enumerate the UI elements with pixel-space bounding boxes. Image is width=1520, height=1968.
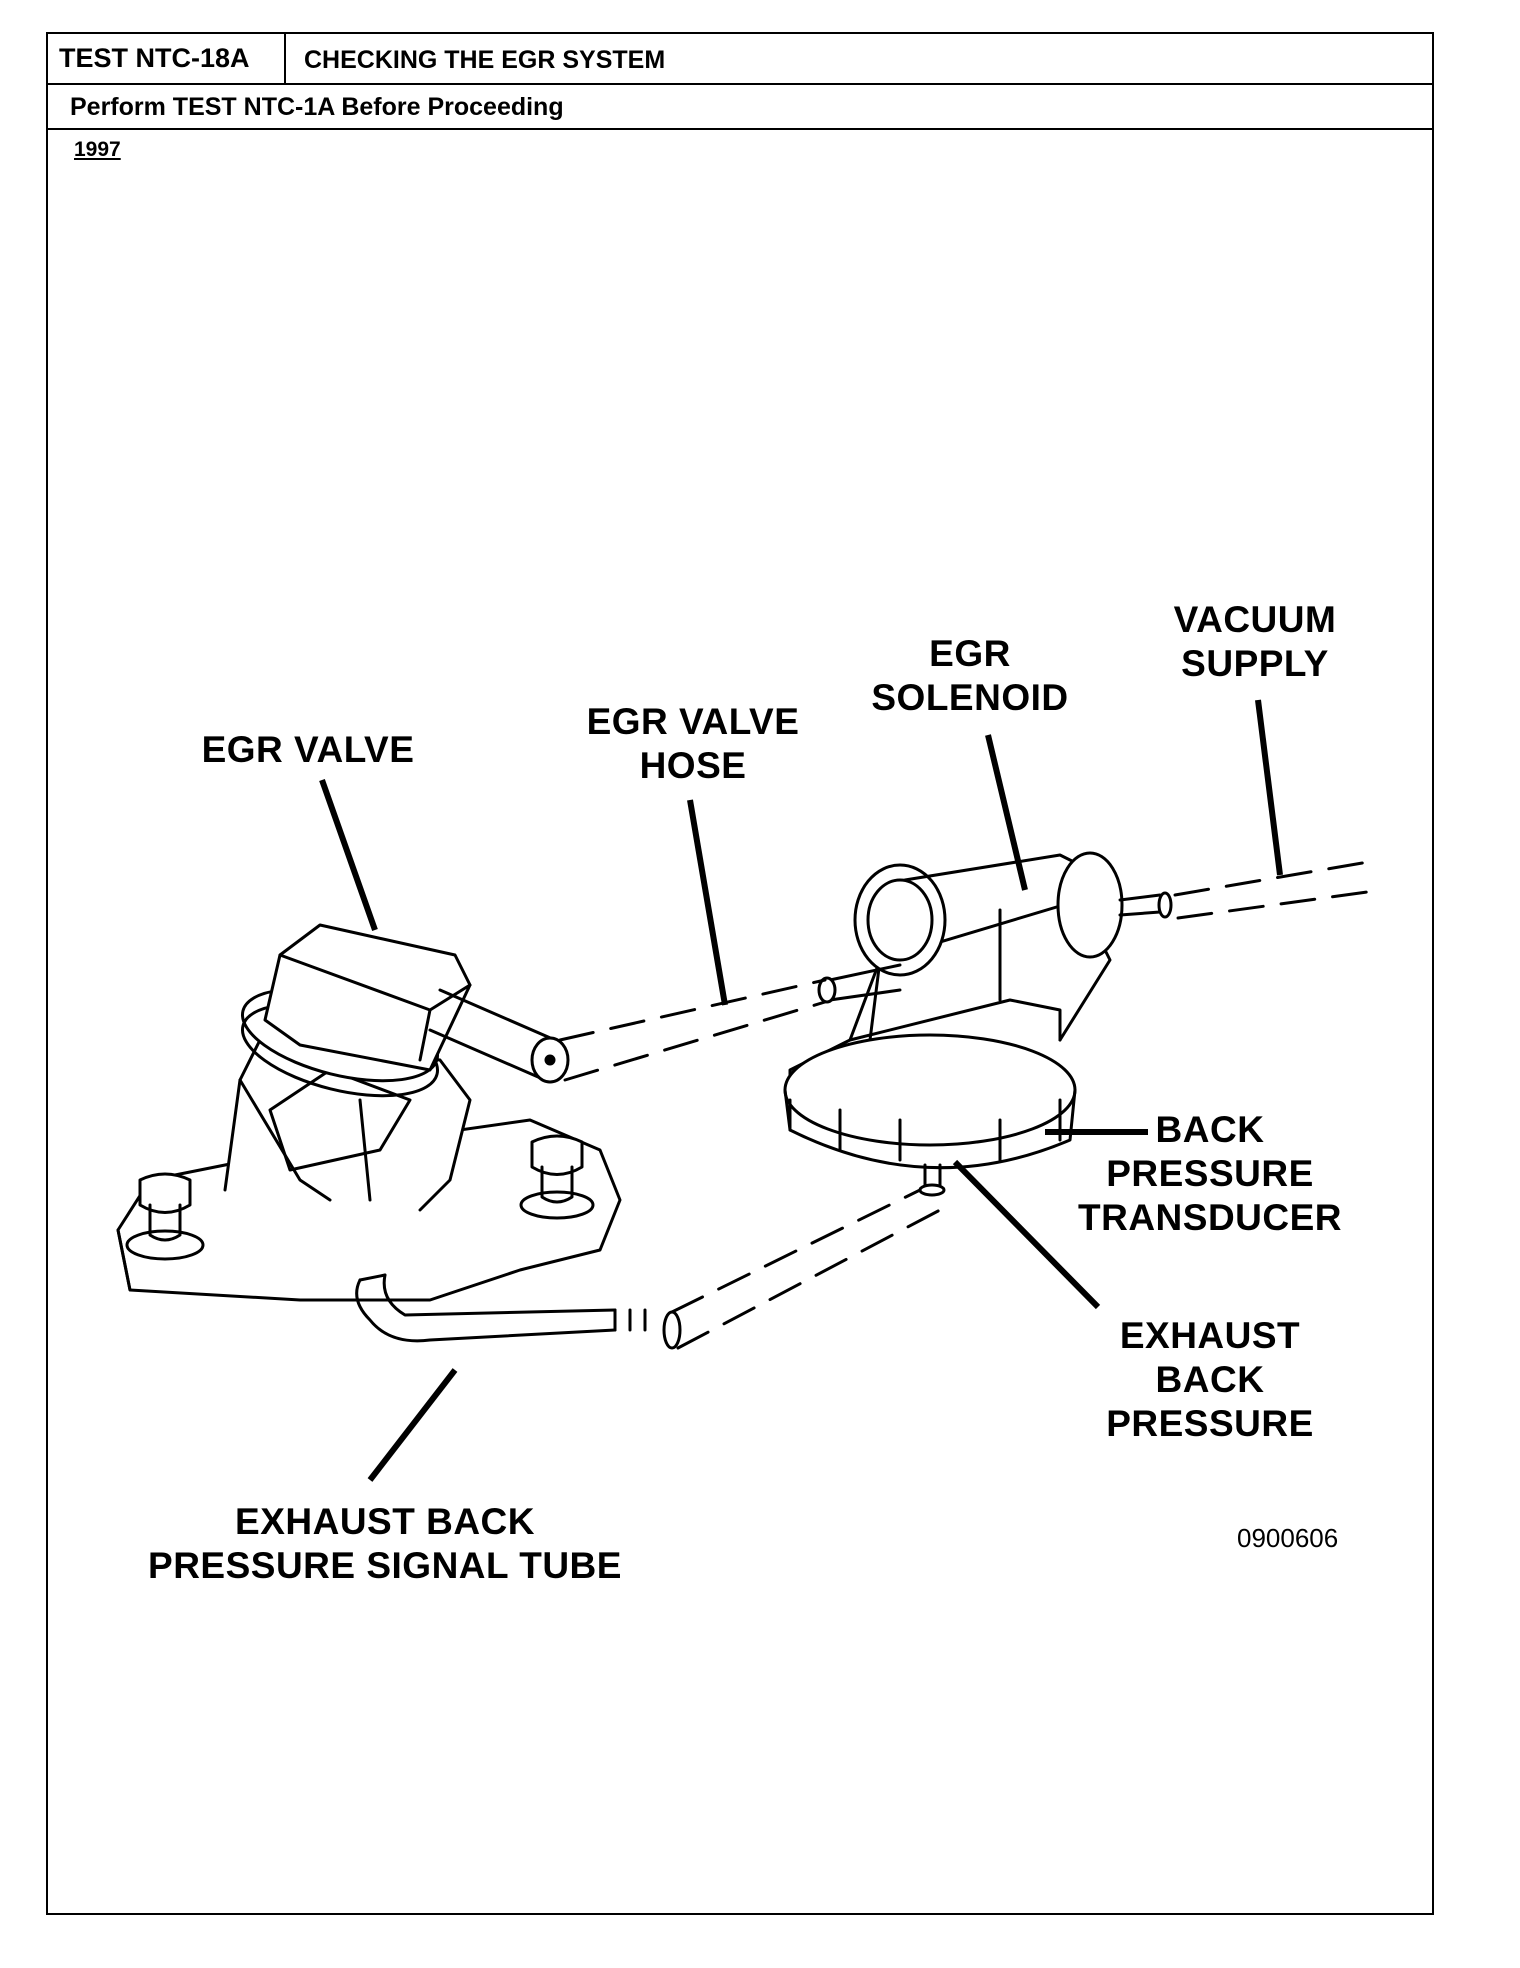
egr-valve-illustration (116, 923, 622, 1302)
leader-signal-tube (367, 1368, 458, 1482)
label-vacuum-supply: VACUUM SUPPLY (1173, 599, 1337, 684)
test-title: CHECKING THE EGR SYSTEM (304, 46, 666, 74)
leader-egr-valve-hose (687, 799, 728, 1006)
egr-valve-hose-illustration (558, 978, 827, 1082)
test-id: TEST NTC-18A (48, 34, 286, 83)
label-egr-valve-hose: EGR VALVE HOSE (586, 701, 800, 786)
exhaust-signal-tube-illustration (355, 1273, 682, 1350)
label-back-pressure-transducer: BACK PRESSURE TRANSDUCER (1078, 1109, 1342, 1238)
leader-egr-valve (319, 779, 378, 931)
figure-id: 0900606 (1237, 1523, 1339, 1553)
label-egr-solenoid: EGR SOLENOID (871, 633, 1069, 718)
leader-egr-solenoid (985, 734, 1028, 891)
instruction-text: Perform TEST NTC-1A Before Proceeding (48, 85, 1432, 130)
leader-vacuum-supply (1255, 699, 1283, 876)
page-frame: TEST NTC-18A CHECKING THE EGR SYSTEM Per… (46, 32, 1434, 1915)
exhaust-hose-illustration (670, 1188, 942, 1350)
label-signal-tube: EXHAUST BACK PRESSURE SIGNAL TUBE (148, 1501, 622, 1586)
label-egr-valve: EGR VALVE (201, 729, 415, 770)
vacuum-supply-hose-illustration (1173, 858, 1384, 920)
model-year: 1997 (74, 138, 121, 161)
label-exhaust-back-pressure: EXHAUST BACK PRESSURE (1106, 1315, 1314, 1444)
leader-exhaust-back-pressure (952, 1159, 1101, 1310)
header-row: TEST NTC-18A CHECKING THE EGR SYSTEM (48, 34, 1432, 85)
back-pressure-transducer-illustration (783, 1033, 1077, 1197)
